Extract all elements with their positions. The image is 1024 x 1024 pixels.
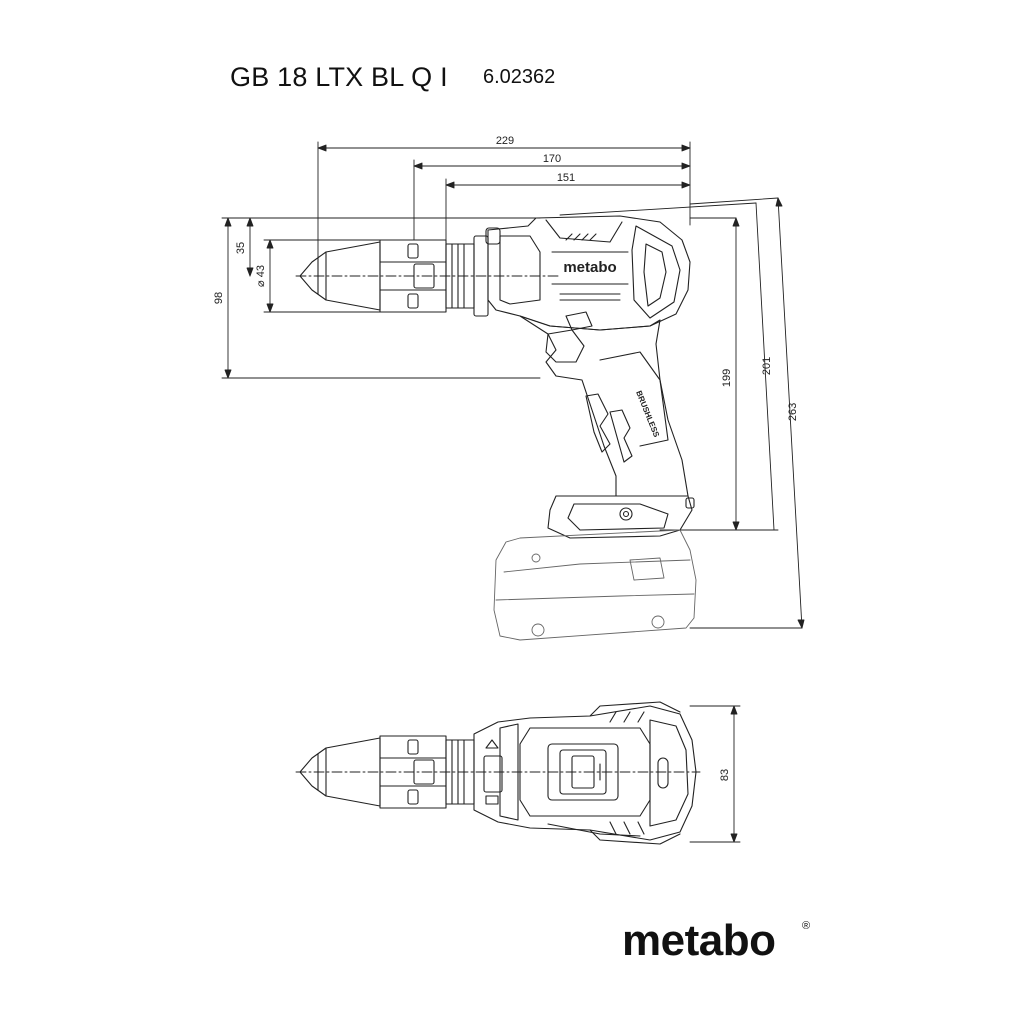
dim-201: 201 bbox=[761, 357, 773, 375]
handle-brushless-label: BRUSHLESS bbox=[634, 389, 661, 439]
battery-mount bbox=[547, 495, 693, 539]
metabo-logo: metabo bbox=[622, 916, 776, 965]
dimension-labels: 229 170 151 35 ⌀ 43 98 199 201 263 83 bbox=[213, 135, 799, 781]
dim-98: 98 bbox=[213, 292, 225, 304]
drill-top-view bbox=[299, 701, 697, 845]
housing-brand-label: metabo bbox=[563, 259, 616, 276]
dim-170: 170 bbox=[543, 153, 561, 165]
dim-263: 263 bbox=[787, 403, 799, 421]
dimension-lines bbox=[221, 141, 805, 843]
dim-35: 35 bbox=[235, 242, 247, 254]
dim-229: 229 bbox=[496, 135, 514, 147]
article-number: 6.02362 bbox=[483, 66, 556, 88]
dim-199: 199 bbox=[721, 369, 733, 387]
dim-diameter-43: ⌀ 43 bbox=[255, 265, 267, 287]
model-title: GB 18 LTX BL Q I bbox=[230, 62, 448, 92]
registered-mark: ® bbox=[802, 920, 811, 932]
dim-83: 83 bbox=[719, 769, 731, 781]
dim-151: 151 bbox=[557, 172, 575, 184]
top-housing bbox=[473, 705, 697, 841]
drill-side-view: metabo BRUSHLESS bbox=[299, 215, 697, 641]
battery-pack bbox=[493, 529, 697, 641]
gear-housing bbox=[487, 215, 691, 331]
trigger bbox=[545, 329, 585, 363]
